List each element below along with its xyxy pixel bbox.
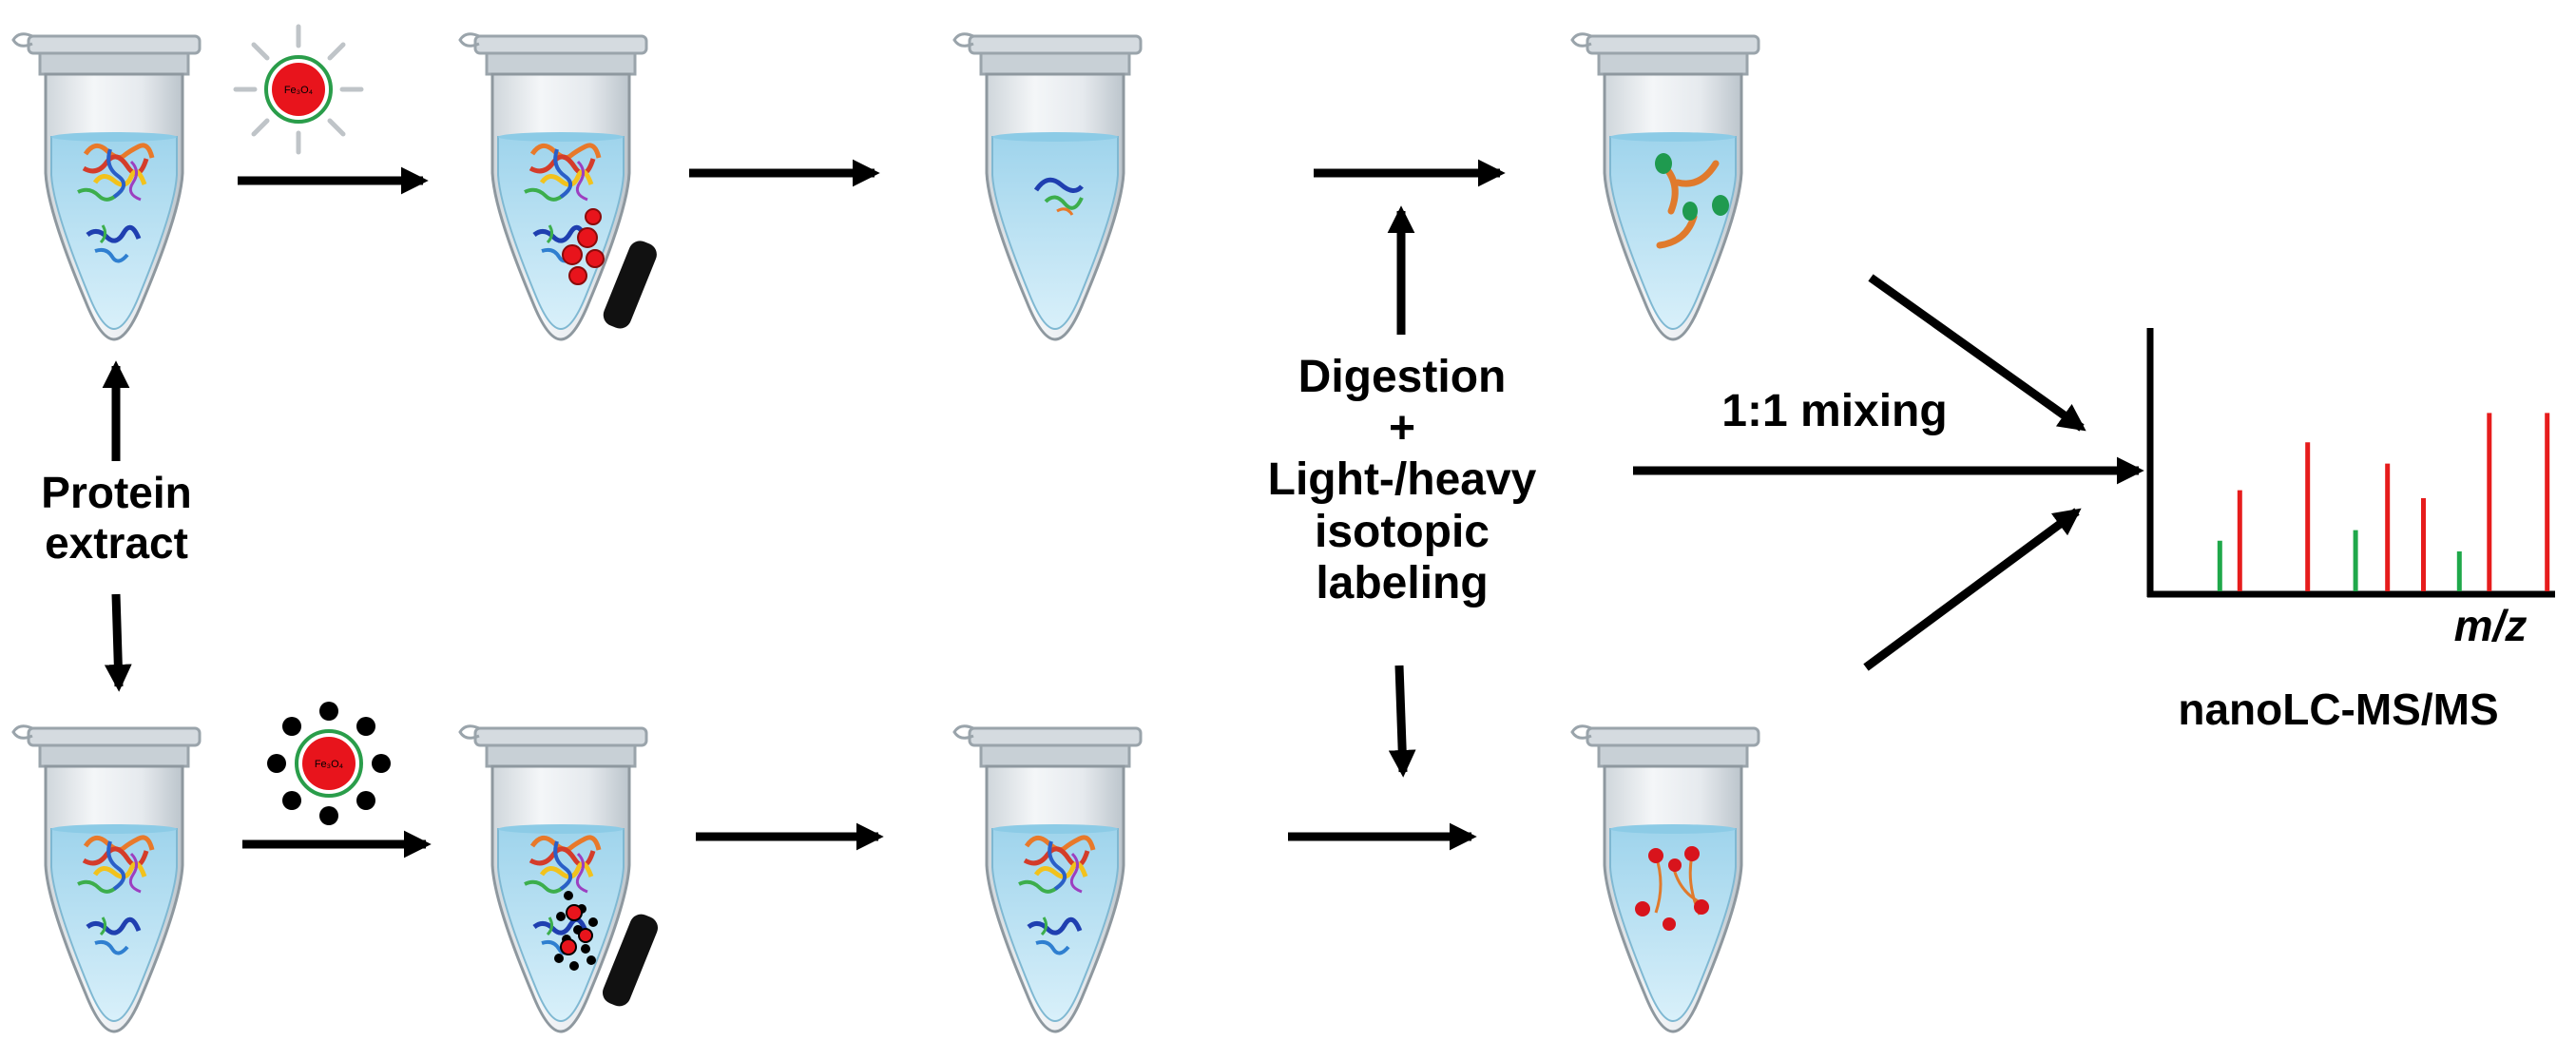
tube-top-4 (1570, 32, 1760, 341)
digestion-line5: labeling (1316, 557, 1489, 608)
arrow-mix-from-top (1868, 274, 2086, 432)
tube-top-3 (952, 32, 1143, 341)
spectrum-peaks (2217, 413, 2550, 591)
protein-extract-label: Protein extract (0, 468, 233, 569)
tube-bottom-4 (1570, 724, 1760, 1033)
arrow-mix-from-bottom (1863, 508, 2082, 671)
arrow-protein-down (104, 593, 132, 692)
tube-top-1 (11, 32, 202, 341)
tube-bottom-1 (11, 724, 202, 1033)
mz-axis-label: m/z (2453, 601, 2528, 650)
tube-top-2 (458, 32, 657, 341)
instrument-label: nanoLC-MS/MS (2178, 685, 2499, 734)
arrow-digestion-down (1388, 665, 1416, 778)
digestion-line2: + (1388, 403, 1416, 454)
tube-bottom-3 (952, 724, 1143, 1033)
tube-bottom-2 (458, 724, 659, 1033)
digestion-line3: Light-/heavy (1267, 454, 1537, 506)
nanoparticle-coated-icon (267, 702, 391, 825)
mass-spectrum (2146, 328, 2555, 598)
protein-label-line1: Protein (41, 468, 192, 517)
digestion-labeling-label: Digestion + Light-/heavy isotopic labeli… (1226, 352, 1578, 609)
mixing-label: 1:1 mixing (1721, 386, 1948, 436)
nanoparticle-bare-icon (233, 24, 364, 155)
protein-label-line2: extract (45, 517, 188, 568)
digestion-line1: Digestion (1298, 352, 1507, 402)
digestion-line4: isotopic (1314, 506, 1490, 557)
